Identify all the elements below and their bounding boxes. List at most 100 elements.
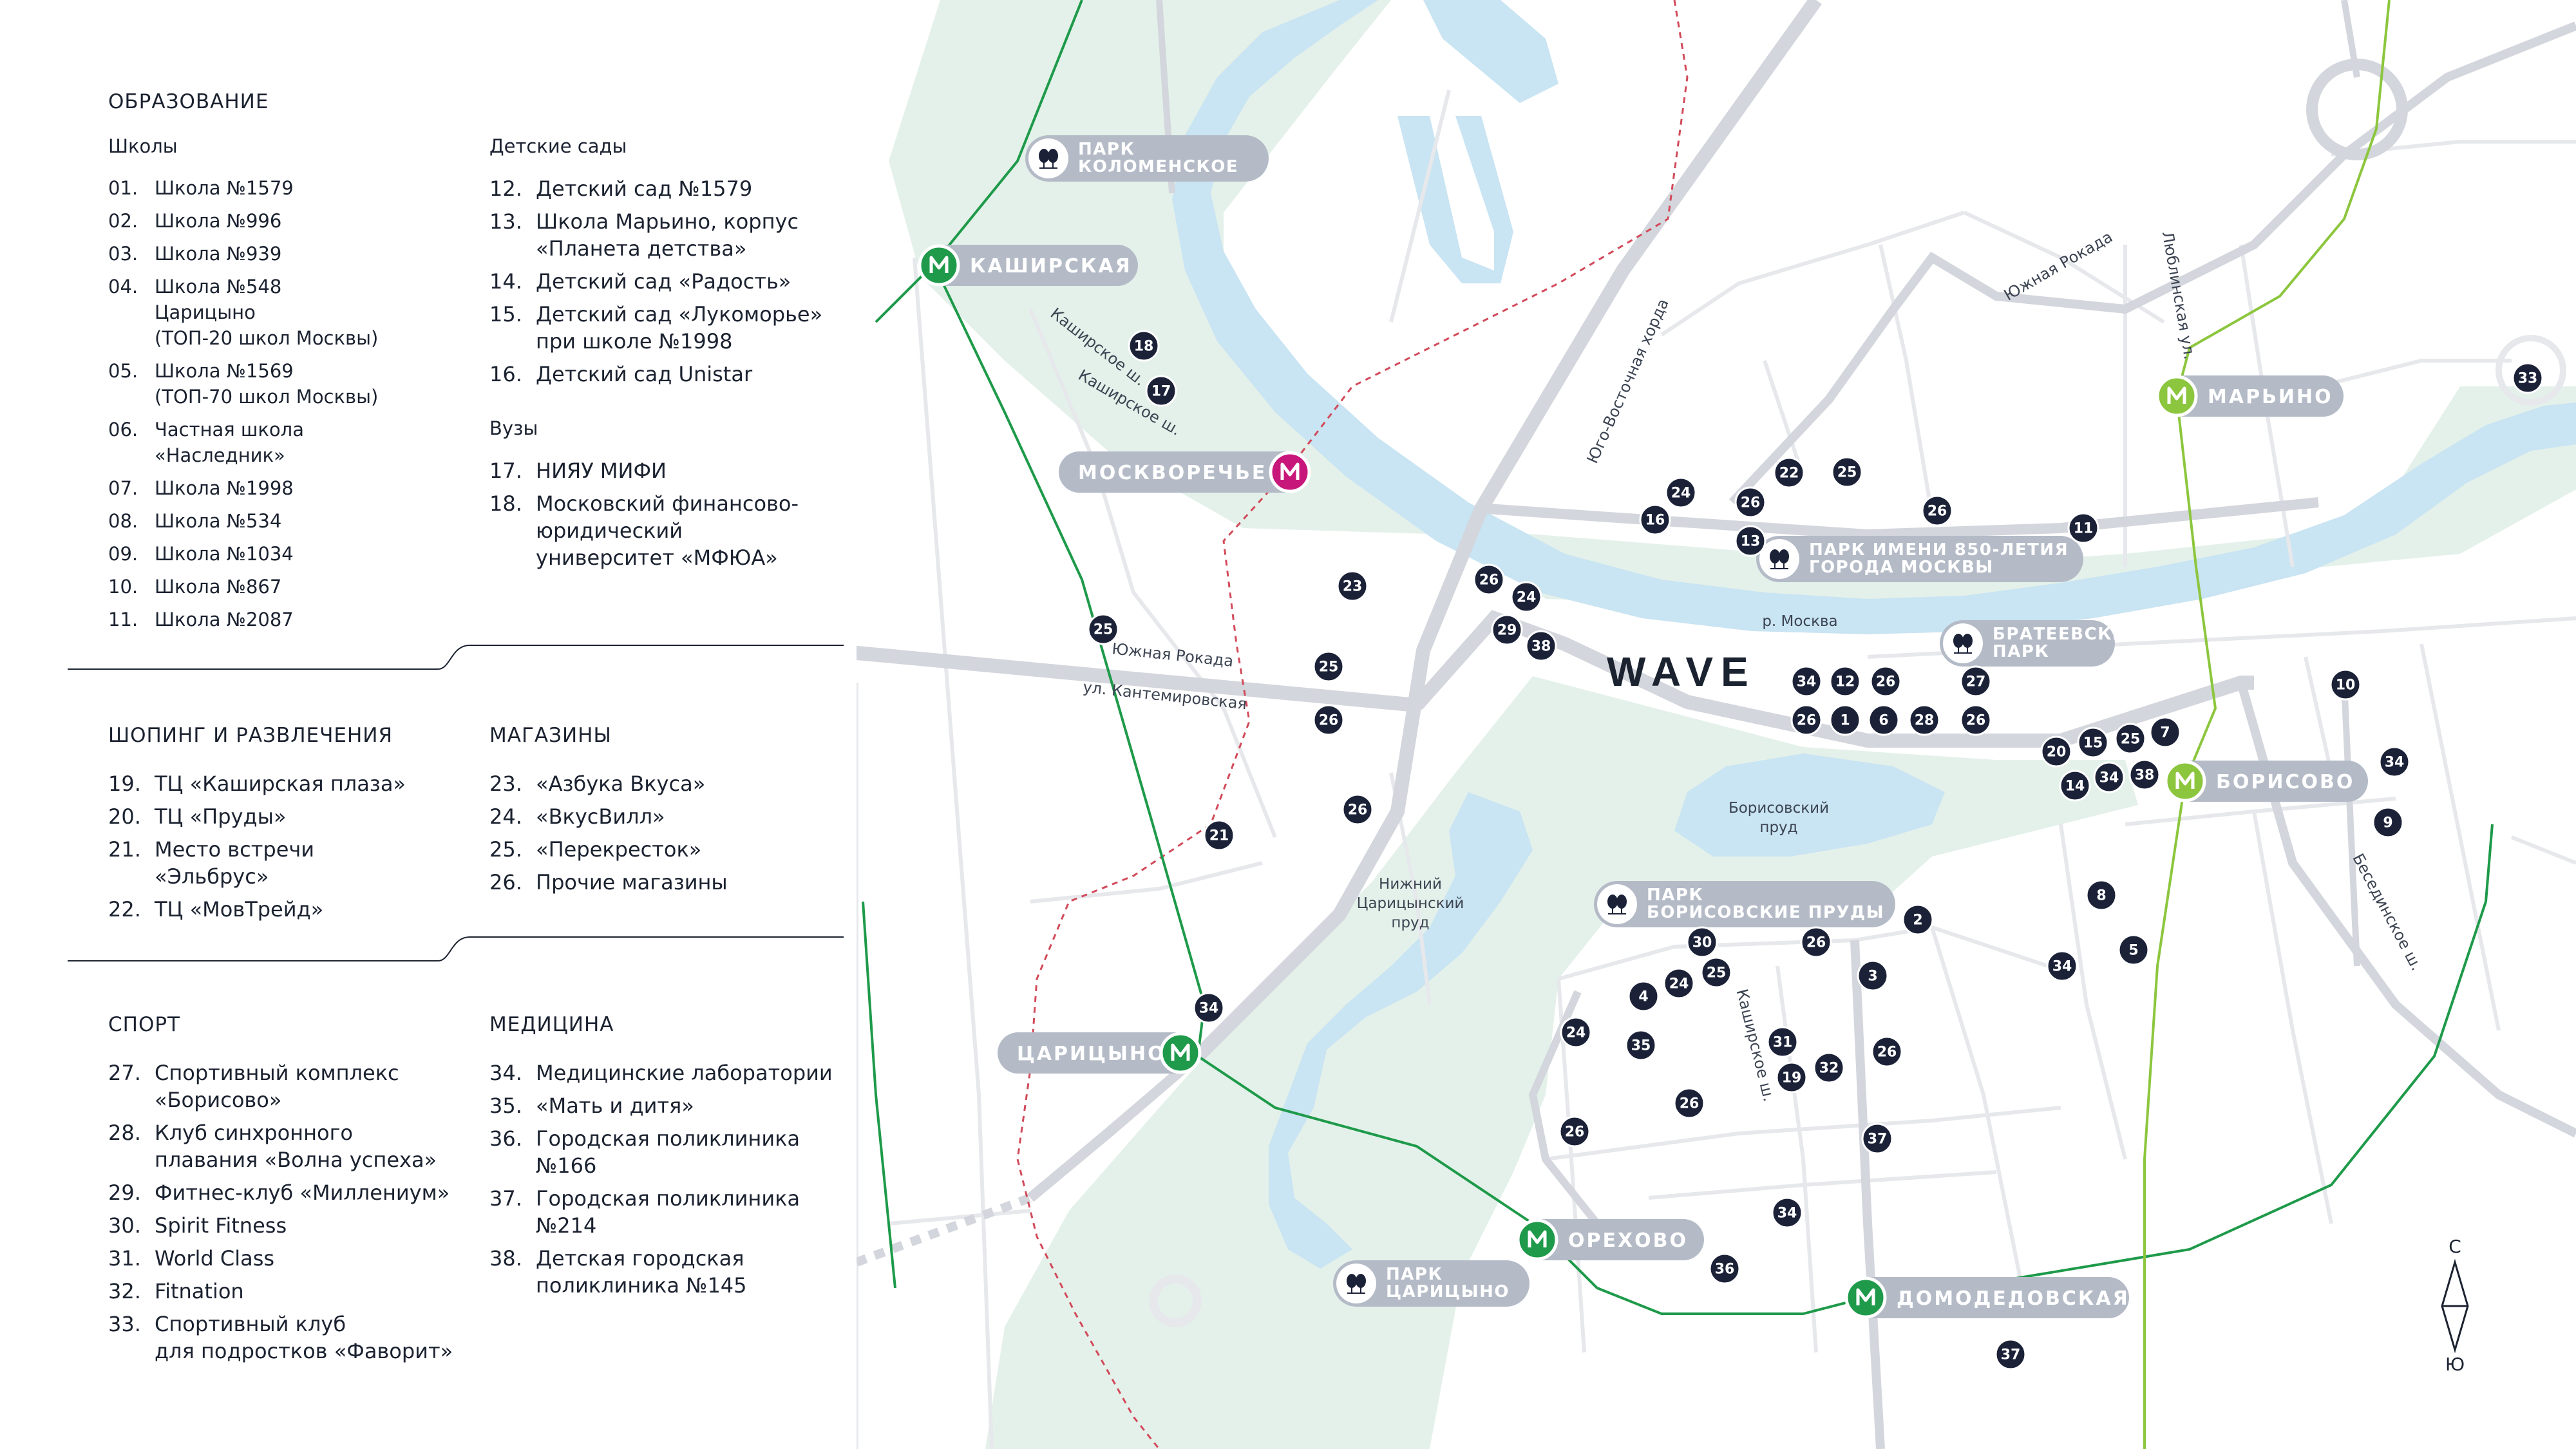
poi-marker[interactable]: 7 xyxy=(2149,716,2181,748)
legend-item-text: ТЦ «Пруды» xyxy=(155,804,287,829)
poi-marker-number: 34 xyxy=(1777,1206,1797,1222)
poi-marker[interactable]: 37 xyxy=(1994,1338,2027,1370)
poi-marker[interactable]: 21 xyxy=(1203,819,1235,851)
poi-marker[interactable]: 30 xyxy=(1686,926,1718,958)
poi-marker-number: 26 xyxy=(1479,573,1499,589)
metro-icon xyxy=(1516,1218,1558,1261)
metro-station[interactable]: ОРЕХОВО xyxy=(1516,1218,1704,1261)
poi-marker-number: 34 xyxy=(2052,959,2072,975)
poi-marker-number: 25 xyxy=(1707,965,1727,981)
poi-marker[interactable]: 26 xyxy=(1558,1115,1591,1148)
poi-marker[interactable]: 38 xyxy=(2128,759,2161,791)
poi-marker[interactable]: 34 xyxy=(2046,950,2078,982)
poi-marker[interactable]: 4 xyxy=(1627,980,1660,1012)
poi-marker-number: 13 xyxy=(1741,534,1761,550)
poi-marker-number: 15 xyxy=(2083,735,2103,752)
legend-item-text: Spirit Fitness xyxy=(155,1213,287,1238)
poi-marker[interactable]: 26 xyxy=(1790,704,1823,736)
poi-marker[interactable]: 26 xyxy=(1673,1087,1705,1119)
poi-marker[interactable]: 12 xyxy=(1829,665,1861,697)
poi-marker[interactable]: 20 xyxy=(2040,735,2072,768)
poi-marker[interactable]: 35 xyxy=(1625,1029,1657,1061)
poi-marker[interactable]: 16 xyxy=(1639,504,1671,536)
legend-item: 18.Московский финансово- юридический уни… xyxy=(489,490,850,571)
poi-marker[interactable]: 6 xyxy=(1868,704,1900,736)
poi-marker[interactable]: 26 xyxy=(1312,704,1345,736)
poi-marker[interactable]: 25 xyxy=(1312,650,1345,683)
metro-station[interactable]: МОСКВОРЕЧЬЕ xyxy=(1059,451,1311,493)
poi-marker[interactable]: 3 xyxy=(1857,960,1889,992)
legend-item-text: Детская городская поликлиника №145 xyxy=(536,1246,747,1298)
poi-marker[interactable]: 34 xyxy=(2093,761,2125,793)
poi-marker[interactable]: 34 xyxy=(1771,1197,1803,1229)
poi-marker[interactable]: 13 xyxy=(1734,525,1766,557)
sport-list: 27.Спортивный комплекс «Борисово»28.Клуб… xyxy=(108,1059,469,1365)
poi-marker[interactable]: 24 xyxy=(1663,967,1695,999)
poi-marker-number: 37 xyxy=(1868,1132,1888,1148)
poi-marker[interactable]: 26 xyxy=(1341,793,1374,826)
poi-marker[interactable]: 25 xyxy=(1087,613,1119,645)
legend-item: 01.Школа №1579 xyxy=(108,175,469,201)
park-tree-icon xyxy=(1943,623,1983,663)
poi-marker[interactable]: 26 xyxy=(1800,926,1832,958)
poi-marker[interactable]: 2 xyxy=(1902,904,1934,936)
poi-marker[interactable]: 23 xyxy=(1336,570,1368,602)
poi-marker[interactable]: 22 xyxy=(1773,457,1805,489)
park-label-text: ПАРК xyxy=(1647,886,1703,905)
poi-marker[interactable]: 9 xyxy=(2372,806,2404,838)
poi-marker[interactable]: 10 xyxy=(2329,668,2362,701)
metro-station[interactable]: МАРЬИНО xyxy=(2155,375,2344,417)
metro-station[interactable]: КАШИРСКАЯ xyxy=(918,244,1138,287)
poi-marker-number: 31 xyxy=(1773,1035,1793,1051)
poi-marker[interactable]: 25 xyxy=(2114,723,2146,755)
poi-marker[interactable]: 26 xyxy=(1960,704,1992,736)
poi-marker[interactable]: 27 xyxy=(1960,665,1992,697)
poi-marker[interactable]: 26 xyxy=(1870,665,1902,697)
poi-marker[interactable]: 14 xyxy=(2059,770,2091,802)
poi-marker[interactable]: 8 xyxy=(2085,879,2117,911)
poi-marker[interactable]: 37 xyxy=(1861,1122,1893,1155)
metro-station[interactable]: ЦАРИЦЫНО xyxy=(998,1032,1202,1074)
poi-marker-number: 14 xyxy=(2065,779,2085,795)
legend-item-number: 38. xyxy=(489,1246,522,1271)
poi-marker[interactable]: 24 xyxy=(1665,477,1697,509)
poi-marker[interactable]: 24 xyxy=(1510,581,1542,613)
metro-station[interactable]: БОРИСОВО xyxy=(2164,760,2368,802)
poi-marker[interactable]: 5 xyxy=(2117,934,2150,966)
poi-marker[interactable]: 17 xyxy=(1145,375,1177,407)
poi-marker[interactable]: 25 xyxy=(1700,956,1732,989)
poi-marker[interactable]: 26 xyxy=(1473,564,1505,596)
poi-marker[interactable]: 33 xyxy=(2512,362,2544,394)
poi-marker[interactable]: 26 xyxy=(1871,1036,1903,1068)
poi-marker[interactable]: 11 xyxy=(2067,512,2099,544)
poi-marker[interactable]: 19 xyxy=(1776,1061,1808,1094)
poi-marker[interactable]: 26 xyxy=(1734,486,1766,518)
poi-marker[interactable]: 26 xyxy=(1921,495,1953,527)
legend-item: 29.Фитнес-клуб «Миллениум» xyxy=(108,1179,469,1206)
poi-marker[interactable]: 25 xyxy=(1831,456,1863,488)
railway-dashed-grey xyxy=(855,1052,1201,1267)
poi-marker[interactable]: 31 xyxy=(1766,1026,1799,1058)
poi-marker[interactable]: 18 xyxy=(1128,330,1160,362)
poi-marker[interactable]: 34 xyxy=(1193,992,1225,1024)
legend-item-text: Школа №1998 xyxy=(155,477,294,499)
poi-marker[interactable]: 24 xyxy=(1560,1016,1592,1048)
poi-marker[interactable]: 32 xyxy=(1813,1052,1845,1084)
poi-marker[interactable]: 36 xyxy=(1709,1253,1741,1285)
poi-marker[interactable]: 38 xyxy=(1525,630,1557,662)
section-divider xyxy=(68,936,844,961)
poi-marker[interactable]: 15 xyxy=(2077,726,2109,759)
poi-marker-number: 33 xyxy=(2518,371,2538,387)
poi-marker[interactable]: 28 xyxy=(1908,704,1940,736)
metro-station[interactable]: ДОМОДЕДОВСКАЯ xyxy=(1844,1276,2130,1319)
poi-marker[interactable]: 29 xyxy=(1491,614,1523,646)
poi-marker[interactable]: 34 xyxy=(1790,665,1823,697)
poi-marker[interactable]: 1 xyxy=(1829,704,1861,736)
poi-marker[interactable]: 34 xyxy=(2378,746,2410,778)
